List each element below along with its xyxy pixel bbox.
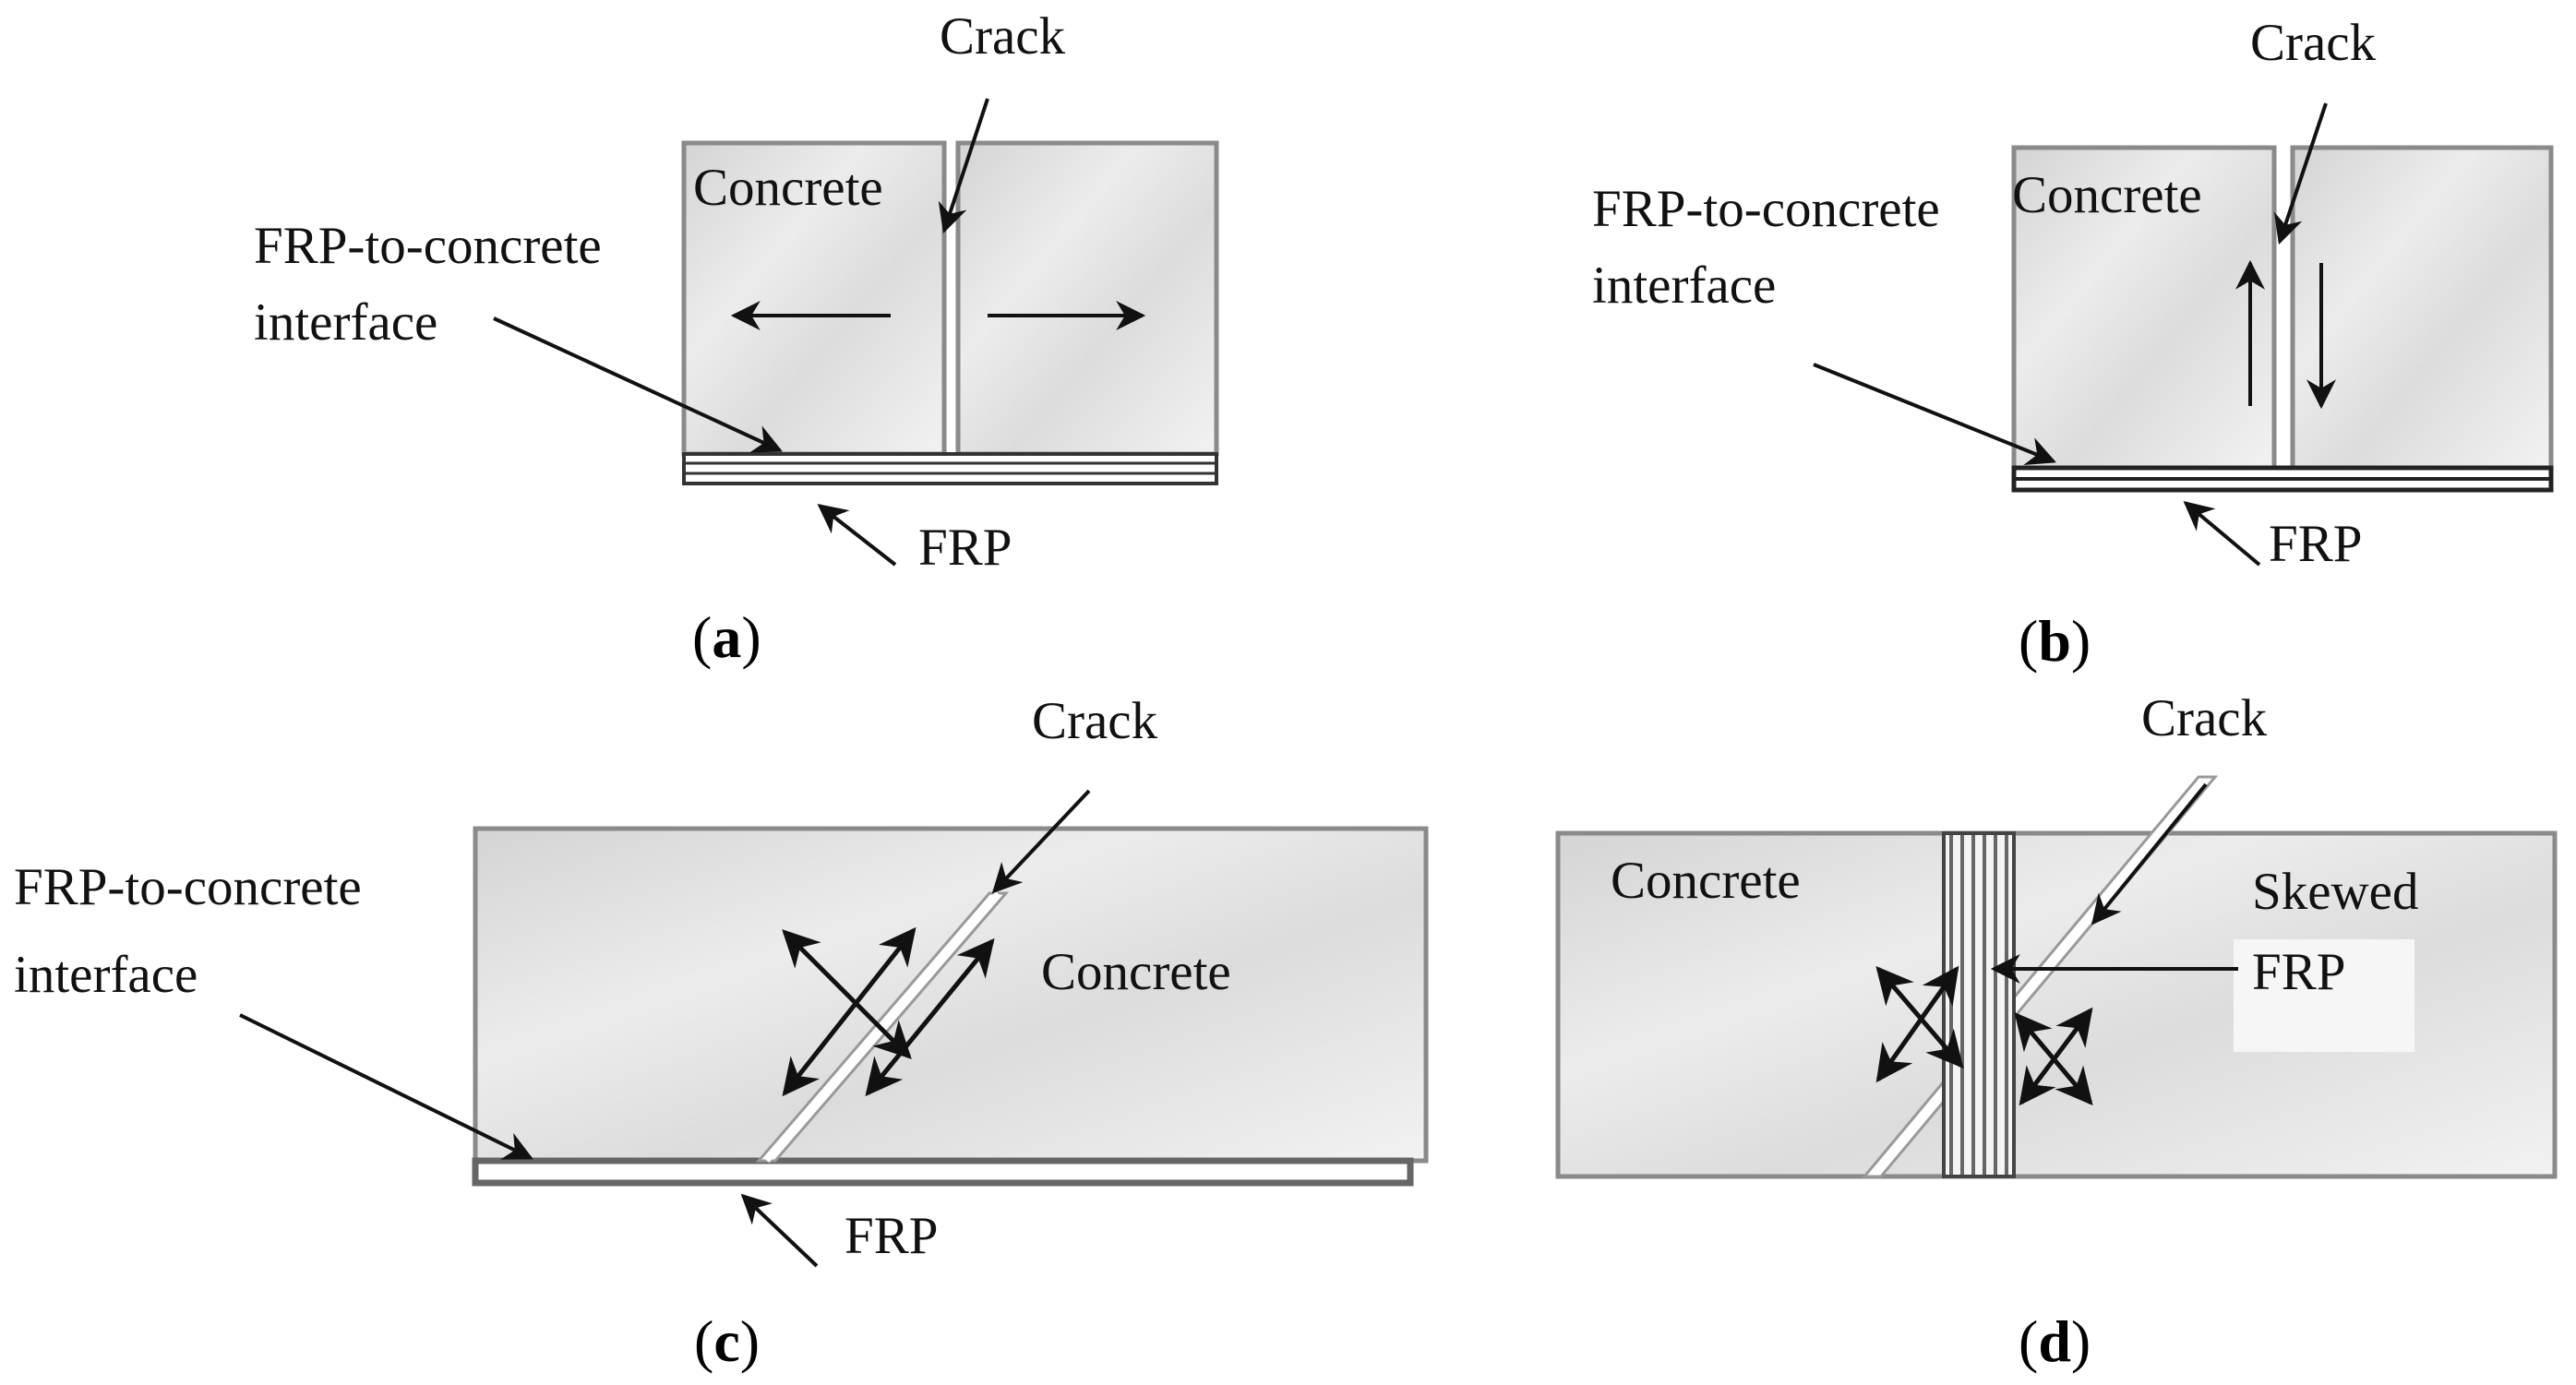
concrete-block-left-a (681, 140, 947, 457)
interface-pointer-a (493, 316, 783, 453)
interface-label-line2-a: interface (254, 293, 437, 352)
caption-a: (a) (692, 604, 761, 670)
crack-pointer-d (2091, 782, 2208, 925)
concrete-label-b: Concrete (2012, 166, 2202, 224)
crack-label-d: Crack (2141, 689, 2268, 747)
concrete-label-a: Concrete (693, 159, 883, 217)
concrete-label-c: Concrete (1041, 943, 1231, 1001)
label-bg-d (2234, 939, 2414, 1052)
concrete-block-right-a (955, 140, 1219, 457)
caption-d: (d) (2019, 1308, 2091, 1374)
panel-a: Crack Concrete FRP-to-concrete interface… (254, 7, 1219, 670)
frp-label-b: FRP (2269, 515, 2362, 573)
concrete-label-d: Concrete (1611, 852, 1801, 910)
crack-pointer-c (991, 789, 1091, 894)
caption-b: (b) (2019, 608, 2091, 674)
diag-arrow-4-d (2014, 1011, 2093, 1106)
diag-arrow-2-d (1875, 965, 1964, 1069)
interface-label-line1-c: FRP-to-concrete (14, 858, 362, 916)
frp-pointer-c (740, 1193, 819, 1268)
interface-pointer-c (239, 1013, 533, 1160)
frp-pointer-a (817, 504, 897, 567)
skewed-label-d: Skewed (2252, 863, 2418, 921)
crack-label-b: Crack (2250, 14, 2377, 72)
frp-label-c: FRP (845, 1207, 938, 1265)
panel-c: Crack Concrete FRP-to-concrete interface… (14, 692, 1429, 1374)
concrete-block-right-b (2290, 145, 2554, 471)
crack-pointer-a (938, 98, 989, 234)
interface-pointer-b (1813, 363, 2056, 466)
interface-label-line1-b: FRP-to-concrete (1592, 180, 1940, 238)
interface-label-line1-a: FRP-to-concrete (254, 217, 602, 275)
crack-label-a: Crack (940, 7, 1066, 66)
frp-sheet-c (472, 1157, 1414, 1187)
interface-label-line2-b: interface (1592, 257, 1776, 315)
frp-pointer-b (2183, 500, 2261, 567)
diag-arrow-3-c (865, 937, 995, 1097)
frp-label-a: FRP (918, 519, 1012, 577)
crack-pointer-b (2273, 102, 2328, 245)
frp-sheet-a (682, 452, 1218, 485)
concrete-block-left-b (2011, 145, 2277, 471)
frp-label-d: FRP (2252, 943, 2345, 1001)
panel-b: Crack Concrete FRP-to-concrete interface… (1592, 14, 2554, 674)
panel-d: Crack Concrete Skewed FRP (d) (1555, 689, 2558, 1374)
interface-label-line2-c: interface (14, 946, 198, 1004)
caption-c: (c) (694, 1308, 760, 1374)
crack-label-c: Crack (1032, 692, 1158, 750)
